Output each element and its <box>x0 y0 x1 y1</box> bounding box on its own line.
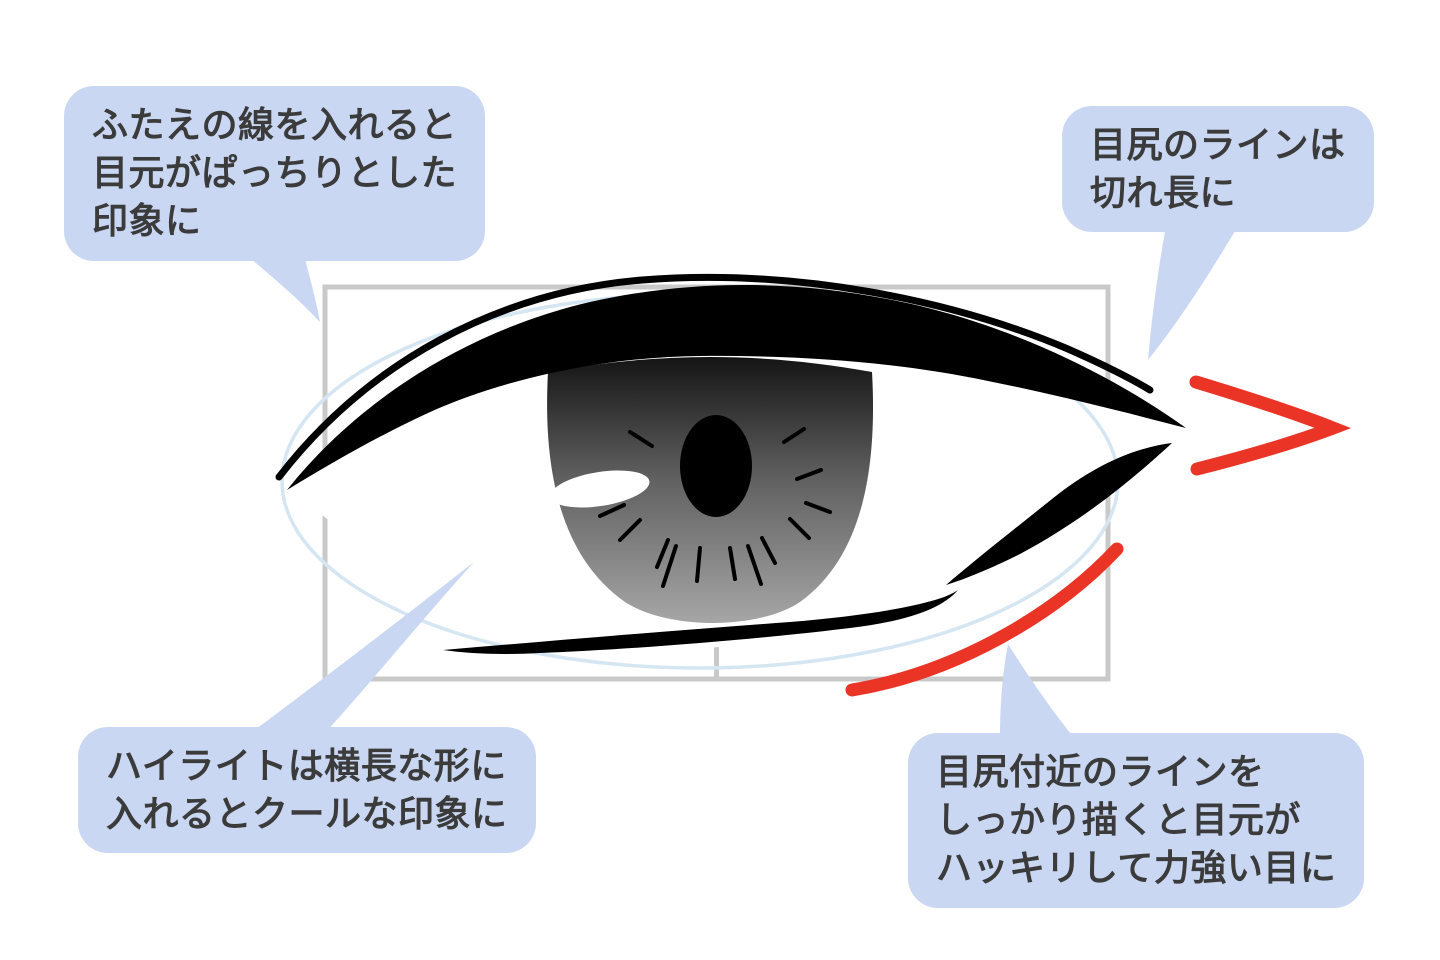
lower-lash <box>443 590 958 654</box>
callout-text-line: 目元がぱっちりとした <box>92 152 458 194</box>
pupil <box>680 415 752 517</box>
callout-corner-line: 目尻付近のラインを しっかり描くと目元が ハッキリして力強い目に <box>908 733 1365 908</box>
double-eyelid-crease-line <box>275 273 1154 481</box>
callout-text-line: 印象に <box>92 200 202 242</box>
outer-corner-wedge <box>946 443 1172 585</box>
callout-text-line: ふたえの線を入れると <box>92 104 458 145</box>
iris-streaks <box>598 427 832 588</box>
callout-tail-double-eyelid <box>238 248 320 322</box>
callout-text-line: 入れるとクールな印象に <box>106 793 508 835</box>
callout-outer-corner: 目尻のラインは 切れ長に <box>1062 106 1374 233</box>
callout-highlight: ハイライトは横長な形に 入れるとクールな印象に <box>78 727 536 854</box>
red-lower-lash-stroke <box>845 542 1124 697</box>
callout-text-line: しっかり描くと目元が <box>936 799 1302 841</box>
callout-double-eyelid: ふたえの線を入れると 目元がぱっちりとした 印象に <box>64 86 486 261</box>
callout-tail-outer-corner <box>1148 226 1238 360</box>
callout-text-line: ハイライトは横長な形に <box>106 745 507 786</box>
callout-text-line: ハッキリして力強い目に <box>936 847 1337 889</box>
eye-highlight <box>550 470 650 508</box>
red-chevron-mark <box>1189 375 1352 476</box>
callout-text-line: 目尻のラインは <box>1090 124 1346 165</box>
callout-text-line: 目尻付近のラインを <box>936 751 1265 792</box>
callout-tail-corner-line <box>1000 644 1074 738</box>
upper-lash <box>287 285 1186 490</box>
callout-text-line: 切れ長に <box>1090 172 1237 214</box>
